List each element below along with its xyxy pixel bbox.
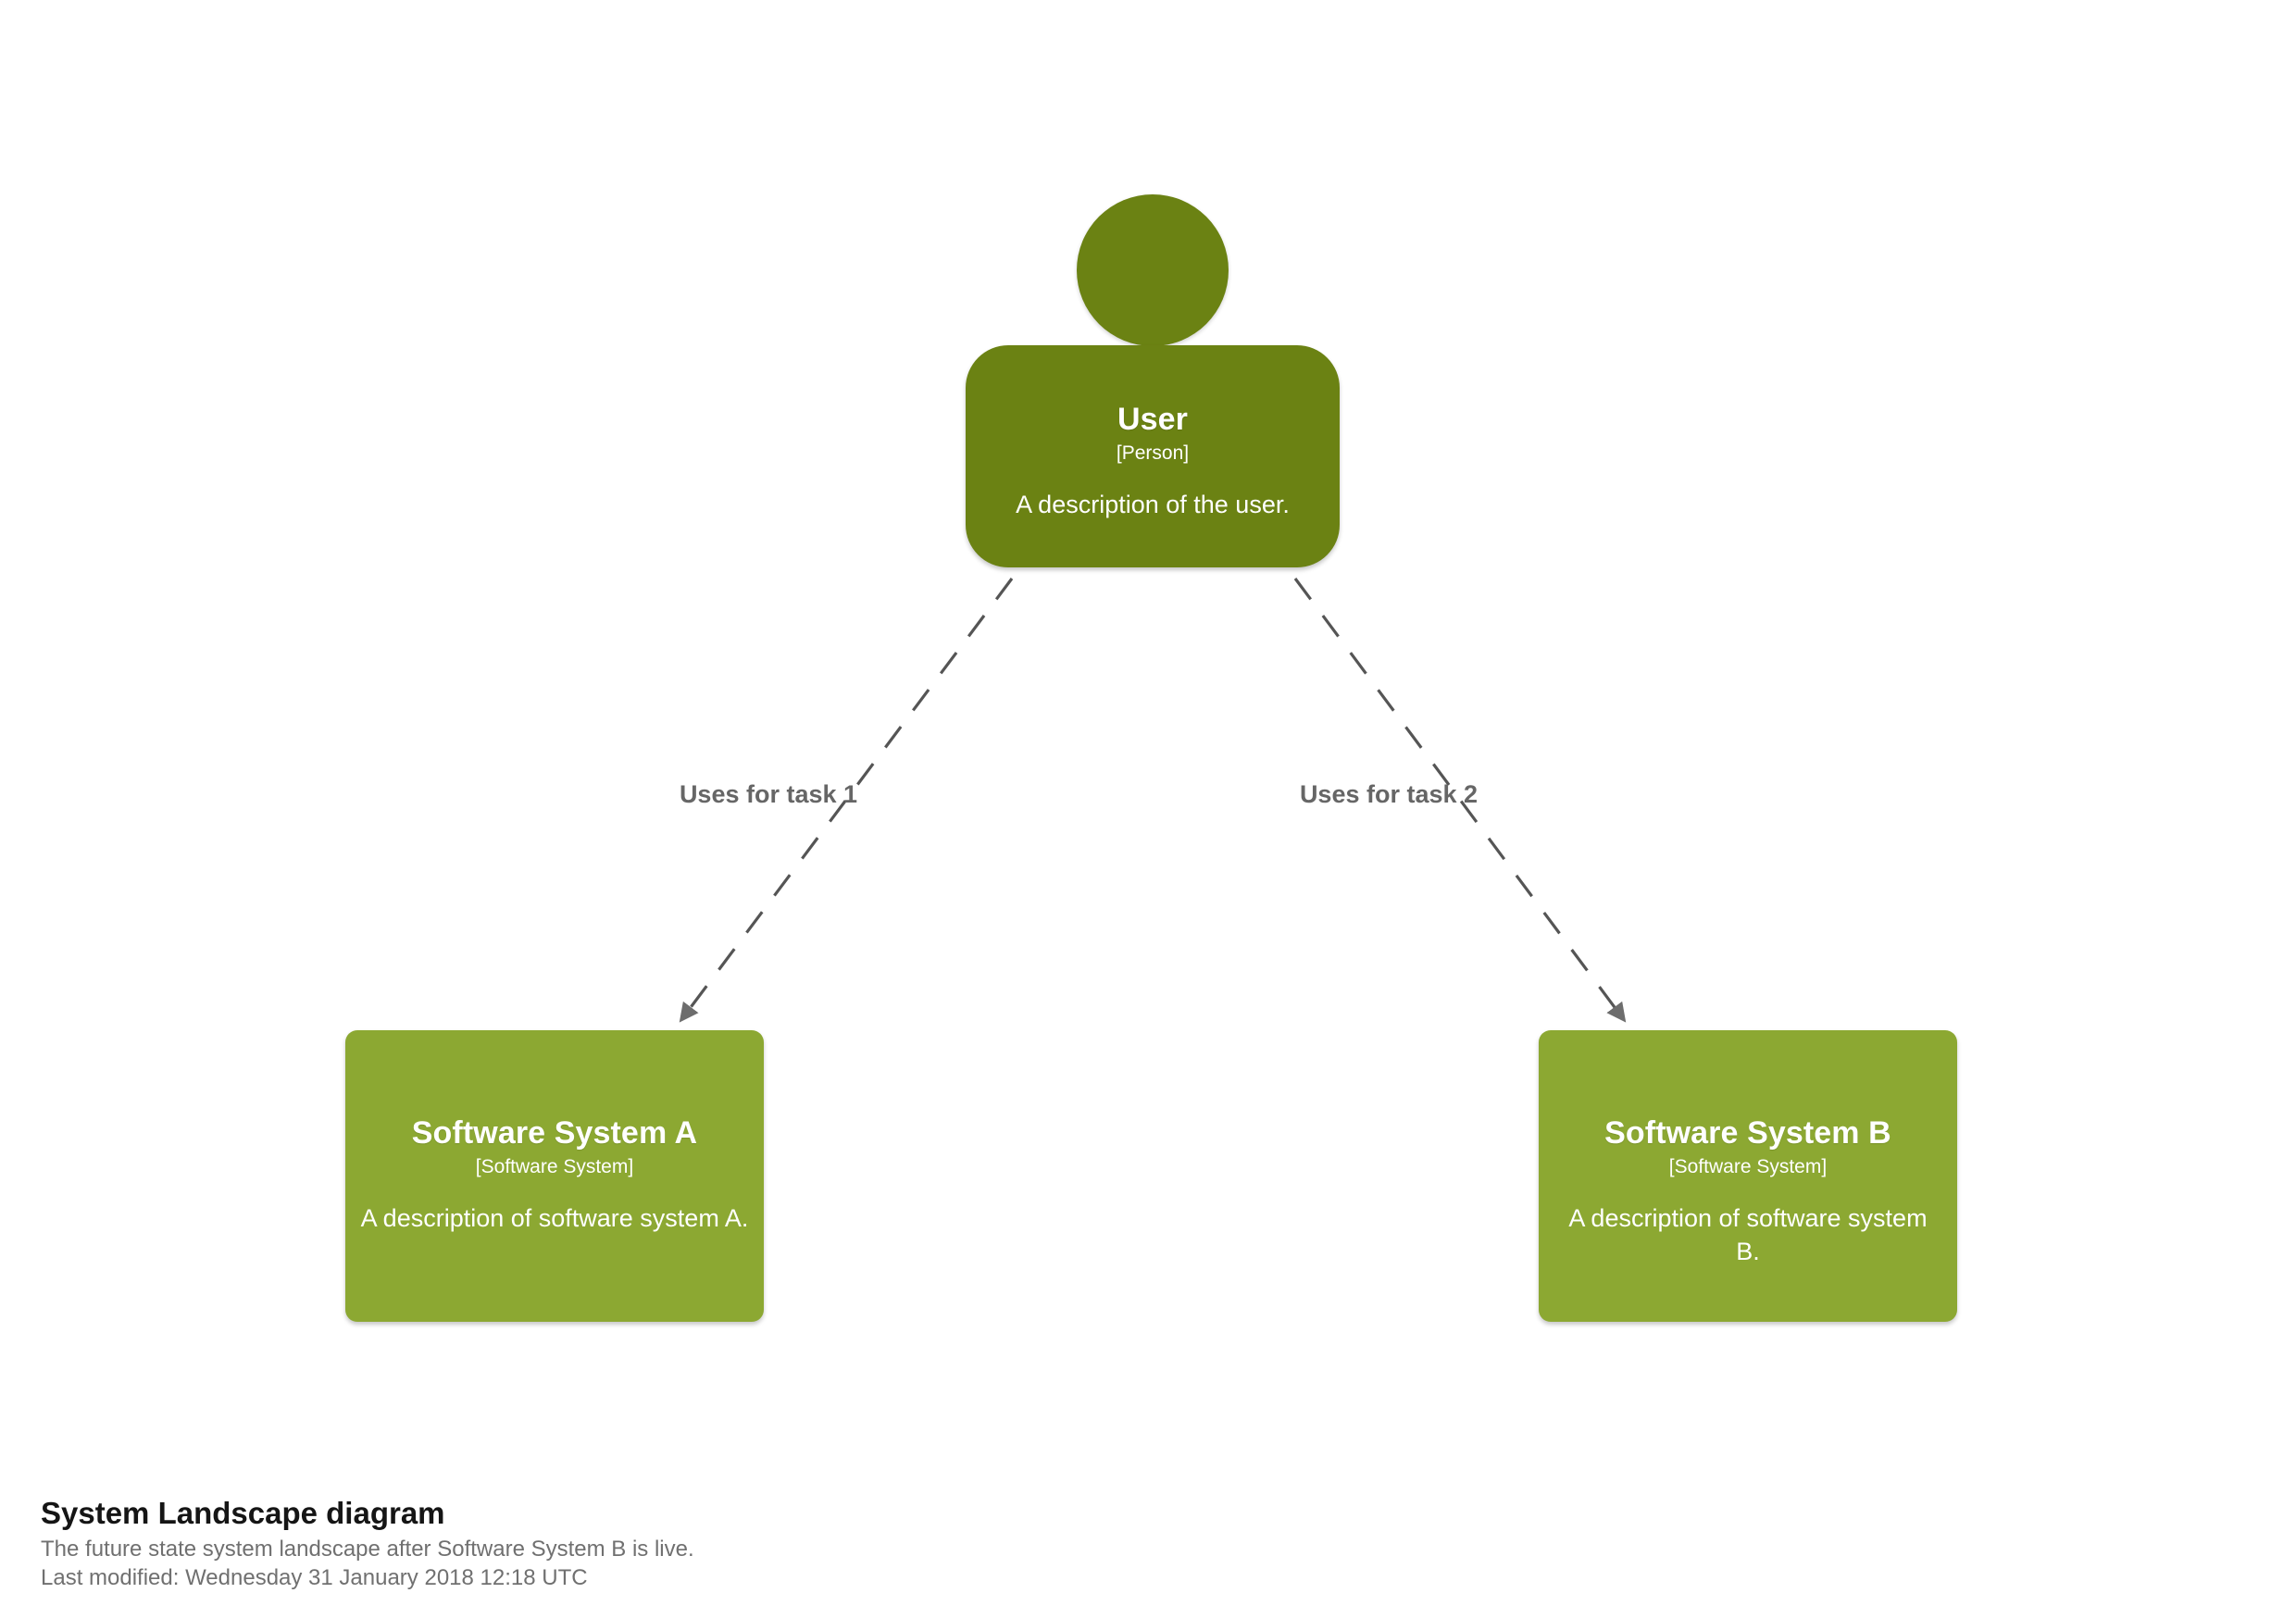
diagram-footer: System Landscape diagram The future stat… [41,1494,694,1592]
diagram-title: System Landscape diagram [41,1496,445,1531]
node-user-description: A description of the user. [1016,491,1290,519]
node-software-system-a-name: Software System A [411,1115,698,1151]
node-software-system-a-type: [Software System] [475,1156,634,1178]
node-user[interactable]: User [Person] A description of the user. [966,194,1340,567]
node-software-system-b-text: Software System B [Software System] A de… [1539,1114,1957,1268]
diagram-last-modified: Last modified: Wednesday 31 January 2018… [41,1564,588,1590]
person-body-shape: User [Person] A description of the user. [966,345,1340,567]
node-user-type: [Person] [1116,442,1190,465]
node-software-system-a-description: A description of software system A. [360,1204,749,1233]
node-software-system-b-type: [Software System] [1668,1156,1828,1178]
node-user-text: User [Person] A description of the user. [966,401,1340,522]
relationship-label-uses-for-task-2: Uses for task 2 [1299,780,1479,808]
node-software-system-b-description: A description of software system B. [1568,1204,1928,1265]
diagram-description: The future state system landscape after … [41,1536,694,1562]
node-software-system-a[interactable]: Software System A [Software System] A de… [345,1030,764,1322]
relationship-label-uses-for-task-1: Uses for task 1 [679,780,858,808]
node-software-system-b-name: Software System B [1604,1115,1891,1151]
node-user-name: User [1117,402,1188,437]
node-software-system-b[interactable]: Software System B [Software System] A de… [1539,1030,1957,1322]
person-head-icon [1077,194,1229,346]
node-software-system-a-text: Software System A [Software System] A de… [345,1114,764,1236]
